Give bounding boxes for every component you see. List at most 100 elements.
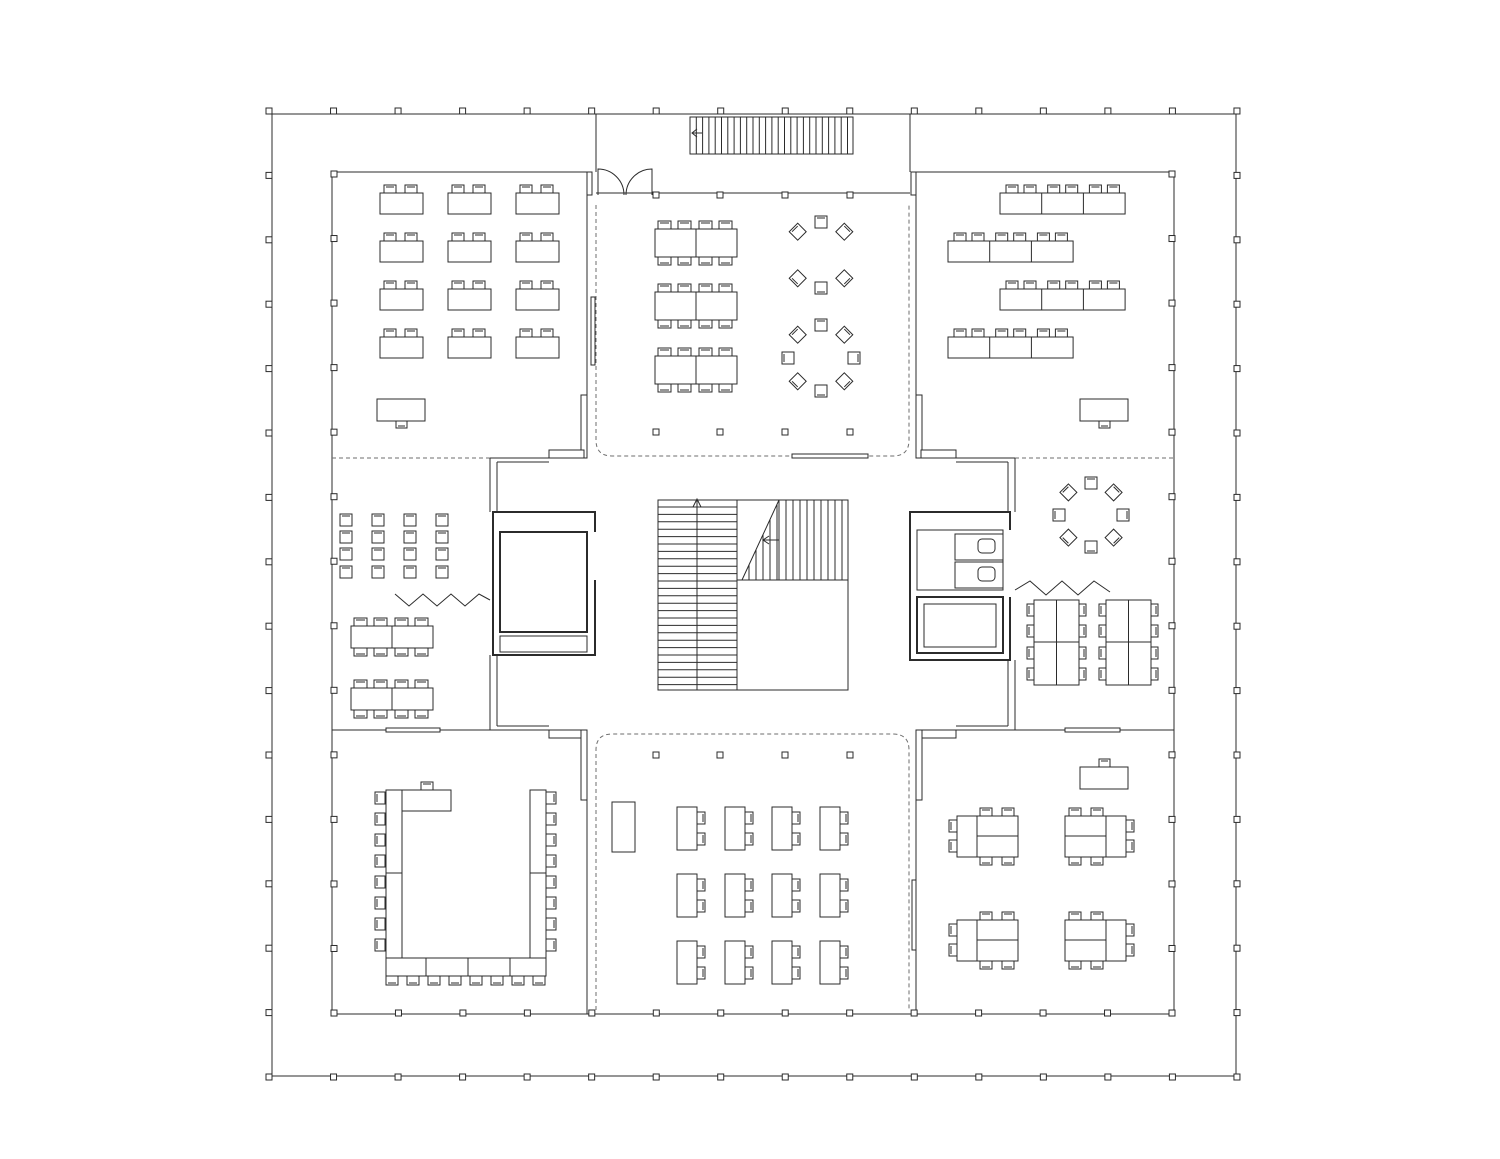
sliding-panel xyxy=(590,296,596,366)
desk-pair xyxy=(447,184,492,215)
chair xyxy=(1059,483,1078,502)
chair xyxy=(788,372,807,391)
chair-seat xyxy=(744,878,754,892)
chair-seat xyxy=(1116,508,1130,522)
chair-seat xyxy=(1054,232,1068,242)
column xyxy=(588,107,596,115)
column xyxy=(330,235,338,243)
dashed-boundary xyxy=(595,205,910,457)
chair-seat xyxy=(698,283,713,293)
chair xyxy=(373,679,388,689)
room-middle-right xyxy=(1014,476,1159,686)
chair-seat xyxy=(353,617,368,627)
chair xyxy=(373,617,388,627)
zigzag-partition xyxy=(1014,580,1111,596)
column xyxy=(459,1073,467,1081)
column xyxy=(716,191,724,199)
chair-ring xyxy=(1052,476,1130,554)
column xyxy=(1233,751,1241,759)
desk xyxy=(447,336,492,359)
chair xyxy=(1065,280,1079,290)
desk xyxy=(379,288,424,311)
chair-back xyxy=(843,328,851,336)
column xyxy=(781,1073,789,1081)
chair xyxy=(1068,807,1082,817)
room-top-center-walls xyxy=(580,171,923,459)
glazing xyxy=(1064,727,1121,733)
chair-seat xyxy=(1078,667,1087,681)
chair xyxy=(472,280,486,290)
building-perimeter xyxy=(331,171,1175,1015)
chair-seat xyxy=(435,547,449,561)
chair-seat xyxy=(1023,280,1037,290)
chair-seat xyxy=(788,222,807,241)
chair-seat xyxy=(1125,943,1135,957)
chair-seat xyxy=(1054,328,1068,338)
chair-seat xyxy=(788,269,807,288)
column xyxy=(717,1073,725,1081)
chair-seat xyxy=(1125,839,1135,853)
chair xyxy=(718,256,733,266)
column xyxy=(330,170,338,178)
chair-seat xyxy=(1090,856,1104,866)
chair-seat xyxy=(839,899,849,913)
chair xyxy=(1001,807,1015,817)
chair-seat xyxy=(1150,667,1159,681)
column xyxy=(1168,944,1176,952)
chair xyxy=(1054,232,1068,242)
chair xyxy=(1088,184,1102,194)
chair-seat xyxy=(698,383,713,393)
column xyxy=(781,1009,789,1017)
chair xyxy=(1125,943,1135,957)
column xyxy=(330,944,338,952)
chair xyxy=(374,938,386,952)
teacher-desk xyxy=(376,398,426,429)
chair xyxy=(373,709,388,719)
desk xyxy=(771,940,801,985)
chair-seat xyxy=(404,328,418,338)
chair-seat xyxy=(532,975,546,986)
chair xyxy=(373,647,388,657)
chair xyxy=(657,319,672,329)
chair-seat xyxy=(744,945,754,959)
chair xyxy=(1088,280,1102,290)
table xyxy=(529,789,547,959)
wall-stub xyxy=(548,449,585,459)
chair-seat xyxy=(839,811,849,825)
desk xyxy=(819,873,849,918)
chair xyxy=(839,945,849,959)
table xyxy=(947,336,1074,359)
column xyxy=(846,751,854,759)
chair xyxy=(718,383,733,393)
chair xyxy=(545,854,557,868)
column xyxy=(523,107,531,115)
column xyxy=(846,191,854,199)
chair xyxy=(540,184,554,194)
chair-seat xyxy=(718,256,733,266)
column xyxy=(1039,1073,1047,1081)
chair-seat xyxy=(1098,646,1107,660)
chair-seat xyxy=(403,547,417,561)
chair xyxy=(979,807,993,817)
chair xyxy=(1026,624,1035,638)
chair xyxy=(339,513,353,527)
desk-pair xyxy=(447,232,492,263)
column xyxy=(394,107,402,115)
chair-seat xyxy=(979,960,993,970)
chair-seat xyxy=(1090,807,1104,817)
chair-seat xyxy=(847,351,861,365)
column xyxy=(846,1009,854,1017)
toilet-fixture xyxy=(977,538,996,554)
chair-seat xyxy=(839,878,849,892)
chair-seat xyxy=(374,791,386,805)
chair xyxy=(1005,184,1019,194)
chair-seat xyxy=(718,347,733,357)
chair-seat xyxy=(791,832,801,846)
table-group xyxy=(350,679,434,719)
chair xyxy=(1125,923,1135,937)
glazing xyxy=(791,453,869,459)
chair xyxy=(948,943,958,957)
chair xyxy=(1078,603,1087,617)
column xyxy=(265,944,273,952)
column xyxy=(265,1009,273,1017)
